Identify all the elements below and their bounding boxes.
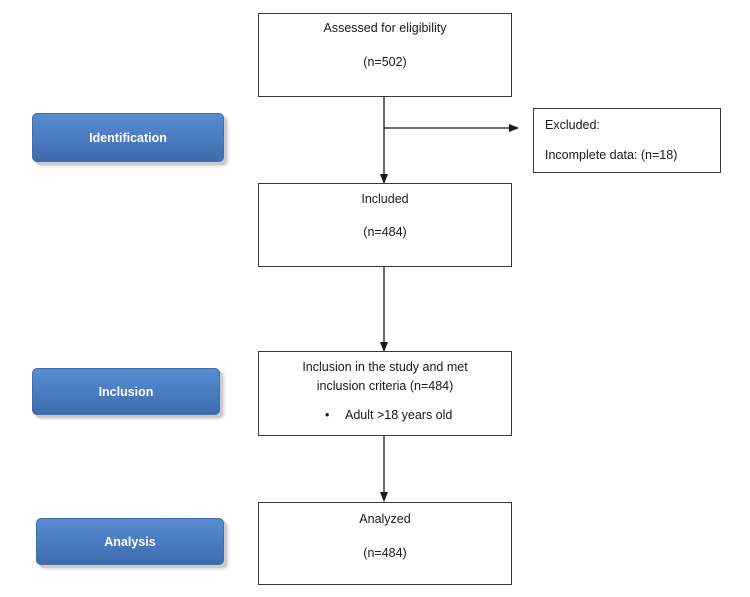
- inclusion-criteria-box: Inclusion in the study and met inclusion…: [258, 351, 512, 436]
- analyzed-box: Analyzed (n=484): [258, 502, 512, 585]
- inclusion-criteria-bullet-item: • Adult >18 years old: [259, 407, 511, 423]
- excluded-reason: Incomplete data: (n=18): [545, 148, 678, 163]
- excluded-box: Excluded: Incomplete data: (n=18): [533, 108, 721, 173]
- assessed-count: (n=502): [363, 55, 407, 70]
- excluded-title: Excluded:: [545, 118, 600, 132]
- analyzed-title: Analyzed: [359, 512, 411, 526]
- assessed-box: Assessed for eligibility (n=502): [258, 13, 512, 97]
- analyzed-count: (n=484): [363, 546, 407, 561]
- stage-inclusion: Inclusion: [32, 368, 220, 415]
- stage-inclusion-label: Inclusion: [98, 384, 154, 399]
- stage-analysis-label: Analysis: [104, 534, 156, 549]
- bullet-icon: •: [325, 407, 330, 422]
- included-title: Included: [361, 192, 409, 206]
- included-box: Included (n=484): [258, 183, 512, 267]
- inclusion-criteria-line1: Inclusion in the study and met: [302, 360, 468, 374]
- stage-analysis: Analysis: [36, 518, 224, 565]
- assessed-title: Assessed for eligibility: [323, 21, 447, 35]
- stage-identification-label: Identification: [89, 130, 167, 145]
- included-count: (n=484): [363, 225, 407, 240]
- stage-identification: Identification: [32, 113, 224, 162]
- inclusion-criteria-line2: inclusion criteria (n=484): [316, 379, 454, 394]
- inclusion-criteria-bullet-text: Adult >18 years old: [345, 407, 453, 422]
